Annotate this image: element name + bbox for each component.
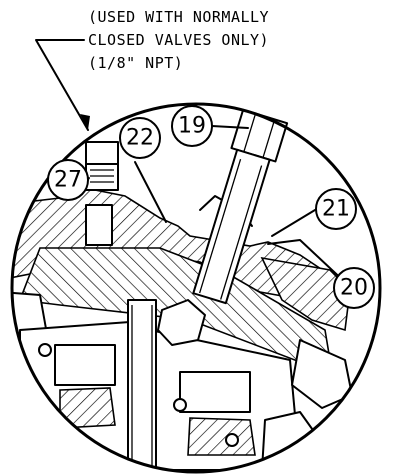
bolt-19 xyxy=(192,108,289,305)
callout-20: 20 xyxy=(333,267,375,309)
callout-21-label: 21 xyxy=(322,197,350,222)
plug-thread xyxy=(85,163,119,191)
note-leader xyxy=(35,39,90,131)
body-section-right xyxy=(260,256,351,332)
plug-head xyxy=(85,141,119,165)
leader-arrowhead xyxy=(80,114,90,130)
o-ring-mid xyxy=(173,398,187,412)
bolt-nut xyxy=(157,299,206,346)
plug-27 xyxy=(85,141,119,191)
piston-right xyxy=(179,371,251,413)
section-view xyxy=(12,187,353,471)
right-nut xyxy=(291,339,353,409)
callout-19-label: 19 xyxy=(178,114,206,139)
callout-19: 19 xyxy=(171,105,213,147)
callout-27: 27 xyxy=(47,159,89,201)
callout-20-label: 20 xyxy=(340,276,368,301)
piston-left xyxy=(54,344,116,386)
note-line-2: CLOSED VALVES ONLY) xyxy=(88,31,269,49)
right-lower-fitting xyxy=(261,411,321,471)
callout-27-label: 27 xyxy=(54,168,82,193)
note-line-3: (1/8" NPT) xyxy=(88,54,183,72)
note-block: (USED WITH NORMALLY CLOSED VALVES ONLY) … xyxy=(88,8,269,72)
detail-circle xyxy=(10,102,382,474)
o-ring-right xyxy=(225,433,239,447)
callout-21: 21 xyxy=(315,188,357,230)
stem-threads xyxy=(131,305,153,470)
callout-22: 22 xyxy=(119,117,161,159)
lower-hatch-right xyxy=(187,417,256,456)
bolt-shank xyxy=(192,148,271,305)
callout-22-label: 22 xyxy=(126,126,154,151)
plug-bore xyxy=(85,204,113,246)
o-ring-left xyxy=(38,343,52,357)
note-line-1: (USED WITH NORMALLY xyxy=(88,8,269,26)
